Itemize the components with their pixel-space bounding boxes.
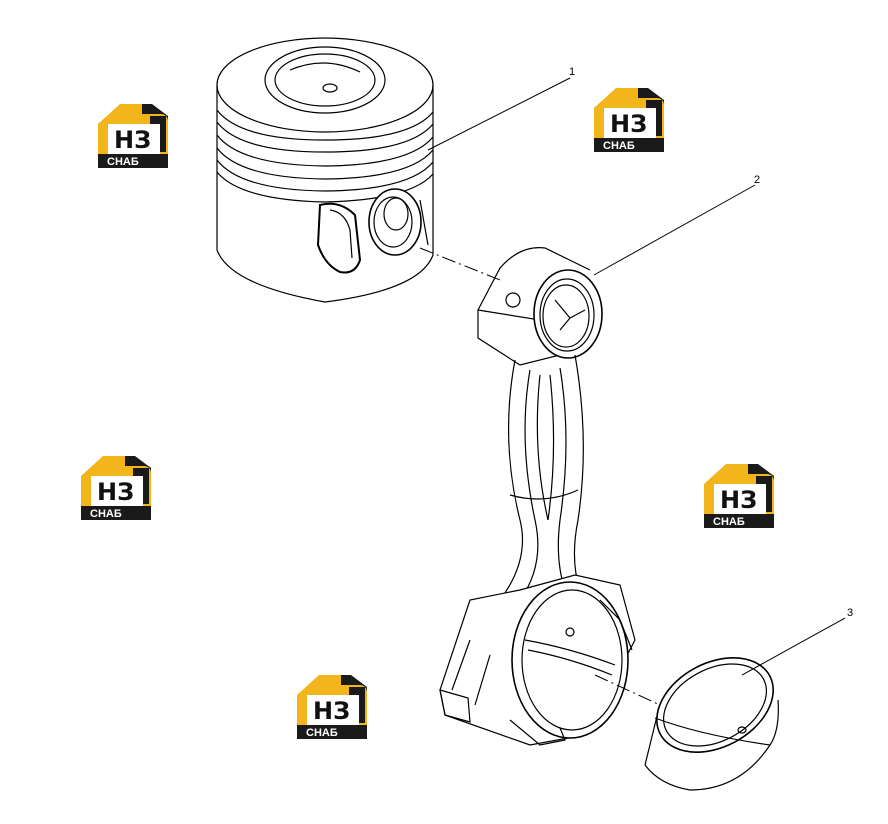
svg-text:НЗ: НЗ bbox=[114, 126, 151, 154]
callout-1: 1 bbox=[569, 66, 575, 78]
watermark-logo: НЗ СНАБ bbox=[704, 464, 774, 528]
svg-text:СНАБ: СНАБ bbox=[90, 508, 122, 520]
svg-text:СНАБ: СНАБ bbox=[306, 727, 338, 739]
center-lines bbox=[419, 247, 661, 706]
svg-text:СНАБ: СНАБ bbox=[713, 516, 745, 528]
svg-text:НЗ: НЗ bbox=[610, 110, 647, 138]
watermark-logo: НЗ СНАБ bbox=[98, 104, 168, 168]
connecting-rod bbox=[439, 247, 636, 746]
callout-3: 3 bbox=[847, 607, 853, 619]
svg-text:НЗ: НЗ bbox=[720, 486, 757, 514]
watermark-logo: НЗ СНАБ bbox=[81, 456, 151, 520]
svg-text:СНАБ: СНАБ bbox=[107, 156, 139, 168]
leader-lines bbox=[427, 77, 846, 676]
bearing-shell bbox=[644, 657, 779, 791]
piston bbox=[216, 37, 434, 303]
watermark-logo: НЗ СНАБ bbox=[297, 675, 367, 739]
svg-text:НЗ: НЗ bbox=[313, 697, 350, 725]
watermark-logo: НЗ СНАБ bbox=[594, 88, 664, 152]
callout-2: 2 bbox=[754, 174, 760, 186]
svg-text:СНАБ: СНАБ bbox=[603, 140, 635, 152]
svg-text:НЗ: НЗ bbox=[97, 478, 134, 506]
